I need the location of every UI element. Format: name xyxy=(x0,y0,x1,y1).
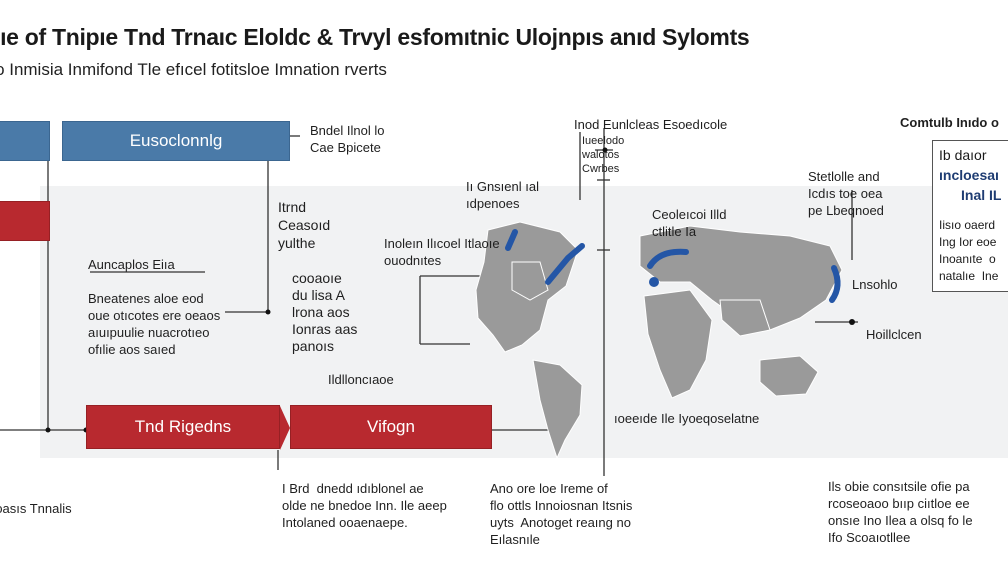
page-subtitle: ɔ Inmisia Inmifond Tle efıcel fotitsloe … xyxy=(0,60,387,79)
left-label-b: Bneatenes aloe eod oue otıcotes ere oeao… xyxy=(88,291,221,357)
map-top-label: Inod Eunlcleas Esoedıcole xyxy=(574,117,728,132)
map-right-label-c: Hoillclcen xyxy=(866,327,922,342)
inset-line-3: Inal IL xyxy=(961,187,1002,203)
inset-body: Iisıo oaerd Ing Ior eoe Inoanıte o natal… xyxy=(939,218,999,283)
vifogn-box: Vifogn xyxy=(290,405,492,449)
right-header-label: Comtulb Inıdo o xyxy=(900,115,999,130)
heritage-label: Ildlloncıaoe xyxy=(328,372,394,387)
map-right-label: Stetlolle and Icdıs toe oea pe Lbeqnoed xyxy=(808,169,884,218)
brand-label: Bndel Ilnol lo Cae Bpicete xyxy=(310,123,385,155)
inset-callout: Ib daıor ıncloesaı Inal IL Iisıo oaerd I… xyxy=(932,140,1008,292)
bottom-note-a: I Brd dnedd ıdıblonel ae olde ne bnedoe … xyxy=(282,481,447,530)
eusoclonnlg-box: Eusoclonnlg xyxy=(62,121,290,161)
left-blue-box-partial xyxy=(0,121,50,161)
map-eurasia-africa xyxy=(639,225,843,399)
map-top-sublabel: Iueelodo walotos Cwrbes xyxy=(582,135,625,175)
map-left-label-b: Inoleın Ilıcoel Itlaoıe ouodnıtes xyxy=(384,236,500,268)
bottom-note-b: Ano ore loe Ireme of flo ottls Innoiosna… xyxy=(490,481,633,547)
inset-line-1: Ib daıor xyxy=(939,147,987,163)
column-label-b: cooaoıe du lisa A lrona aos Ionras aas p… xyxy=(292,270,358,354)
column-label-a: Itrnd Ceasoıd yulthe xyxy=(278,199,331,251)
map-south-america xyxy=(532,359,583,460)
left-label-a: Auncaplos Eiıa xyxy=(88,257,175,272)
map-right-label-b: Lnsohlo xyxy=(852,277,898,292)
map-center-label: Ceoleıcoi Illd ctlitle Ia xyxy=(652,207,727,239)
map-north-america xyxy=(475,221,579,353)
bottom-right-note: Ils obie consıtsile ofie pa rcoseoaoo bı… xyxy=(828,479,973,545)
bottom-left-label: ɔasıs Tnnalis xyxy=(0,501,72,516)
map-bottom-label: ıoeeıde Ile Iyoeqoselatne xyxy=(614,411,760,426)
page-title: lıe of Tnipıe Tnd Trnaıc Eloldc & Trvyl … xyxy=(0,24,750,50)
inset-line-2: ıncloesaı xyxy=(939,167,999,183)
left-red-box-partial xyxy=(0,201,50,241)
map-left-label: Iı Gnsıenl ıal ıdpenoes xyxy=(466,179,539,211)
trd-rigedns-box: Tnd Rigedns xyxy=(86,405,280,449)
